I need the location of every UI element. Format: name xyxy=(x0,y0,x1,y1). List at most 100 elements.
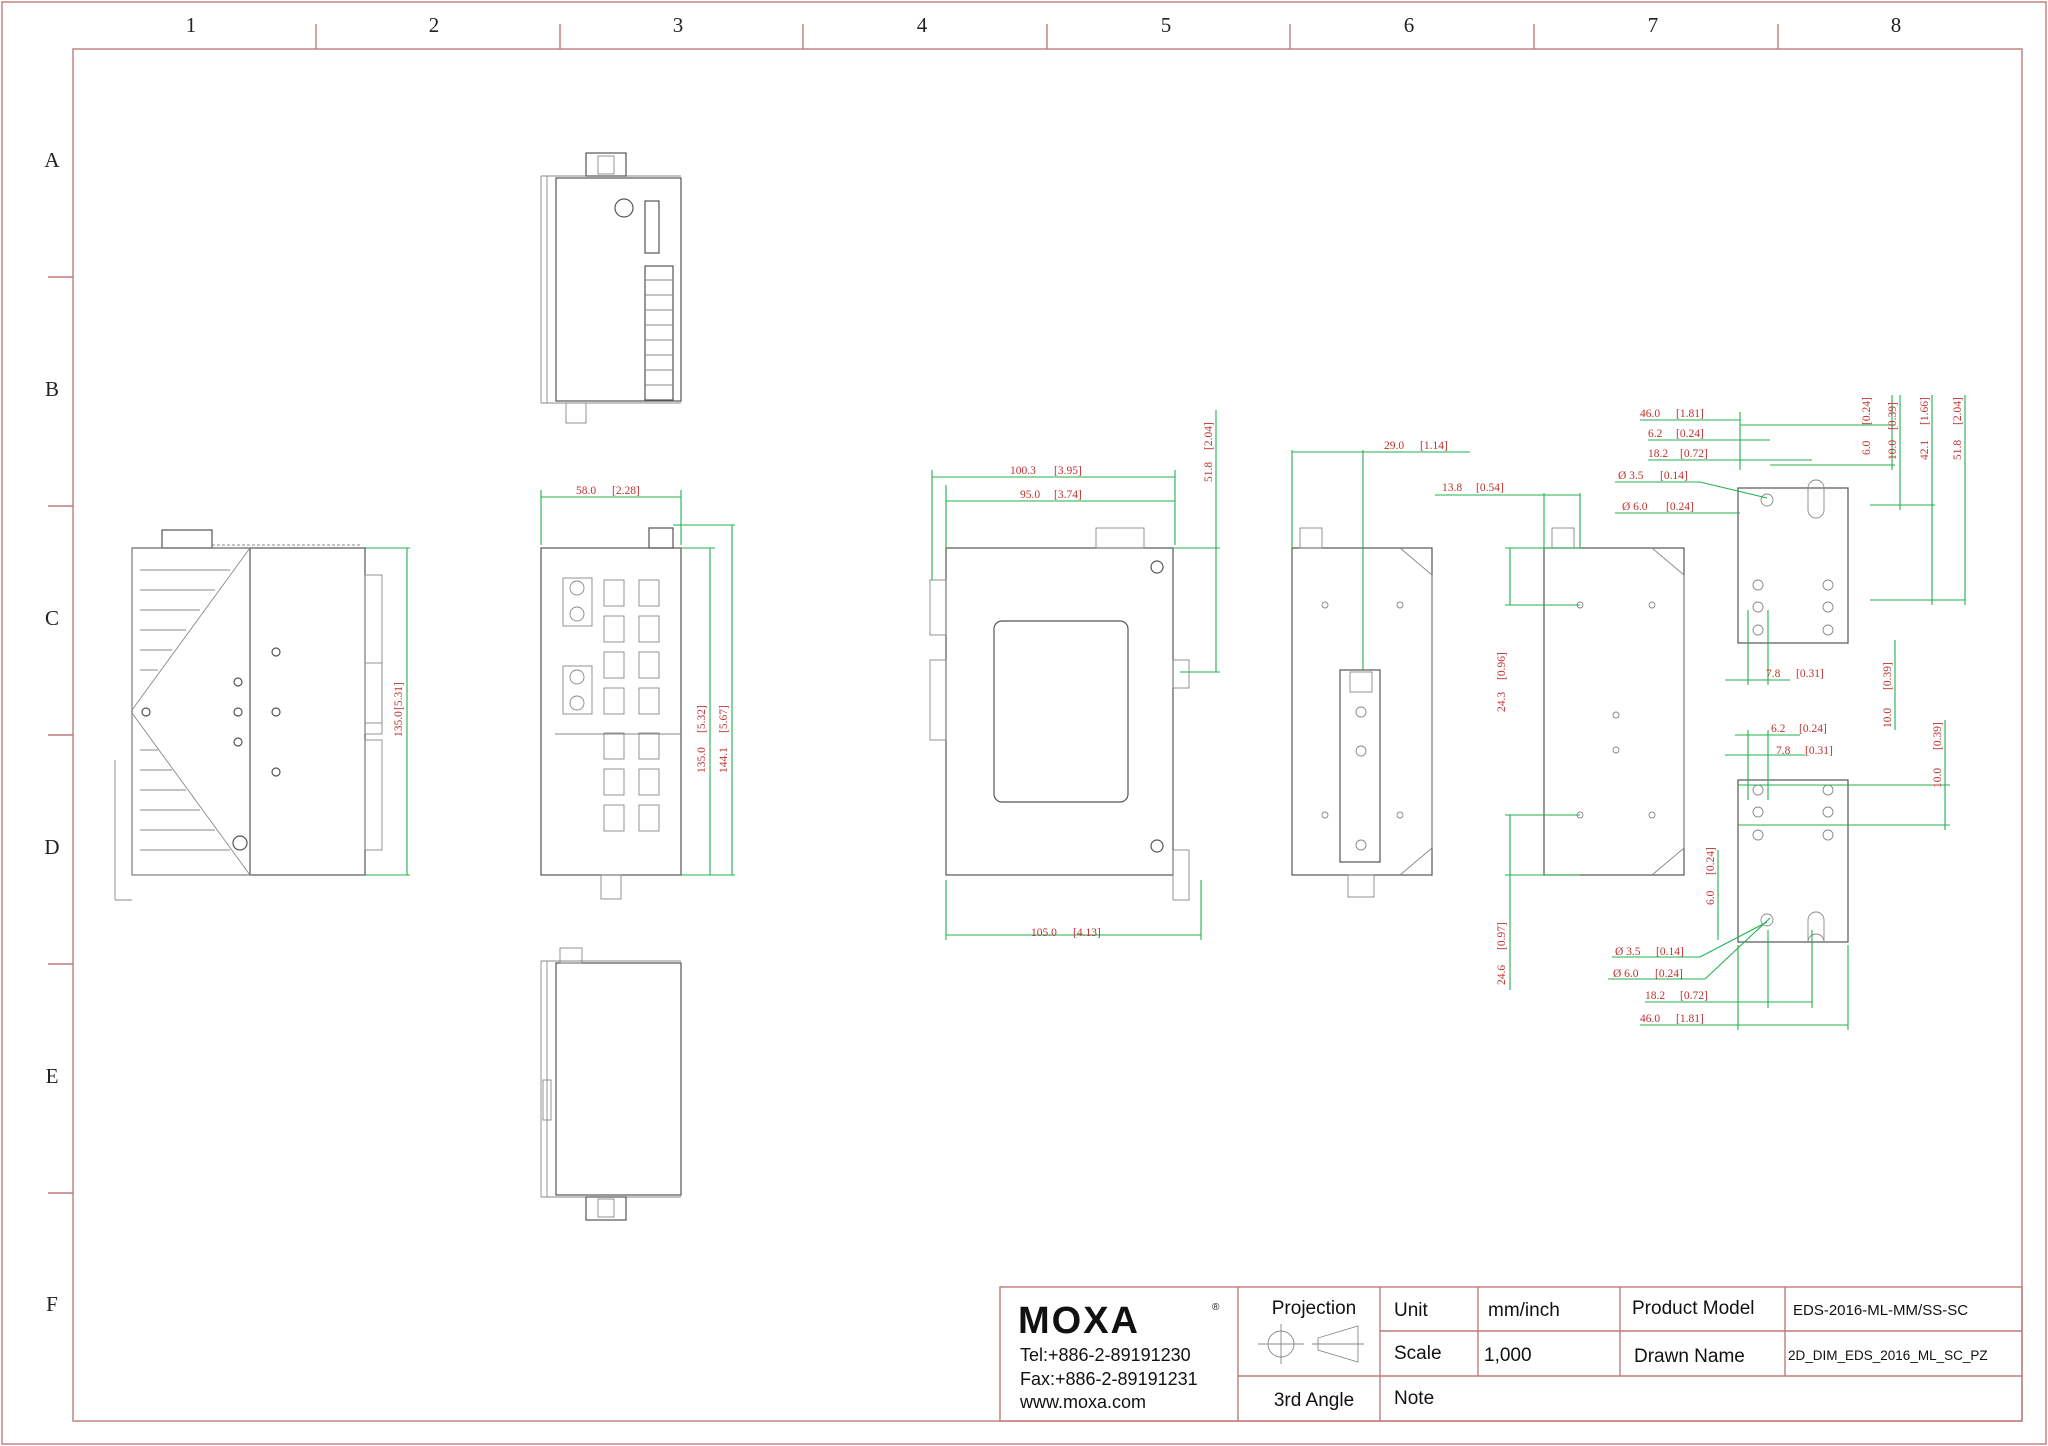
col-label-3: 3 xyxy=(673,13,684,37)
dim-side-h: 51.8 xyxy=(1203,462,1215,482)
dim-phi6-bot-in: [0.24] xyxy=(1655,968,1683,980)
dim-din-top-in: [0.96] xyxy=(1496,652,1508,680)
dim-w-78-top-in: [0.31] xyxy=(1796,668,1824,680)
dim-rear-w: 29.0 xyxy=(1384,440,1404,452)
note-label: Note xyxy=(1394,1388,1434,1409)
dim-phi6-top-in: [0.24] xyxy=(1666,501,1694,513)
row-grid: A B C D E F xyxy=(44,148,73,1316)
projection-label: Projection xyxy=(1272,1298,1357,1319)
col-label-8: 8 xyxy=(1891,13,1902,37)
dim-w-46-bot: 46.0 xyxy=(1640,1013,1660,1025)
dim-v6-bot: 6.0 xyxy=(1705,890,1717,905)
bottom-view xyxy=(540,947,682,1221)
dim-phi35-bot-in: [0.14] xyxy=(1656,946,1684,958)
dim-din-off-in: [0.54] xyxy=(1476,482,1504,494)
front-view: 58.0 [2.28] 135.0 [5.32] 144.1 [5.67] xyxy=(540,485,735,900)
dim-w-46-top: 46.0 xyxy=(1640,408,1660,420)
drawn-label: Drawn Name xyxy=(1634,1346,1745,1367)
col-label-4: 4 xyxy=(917,13,928,37)
dim-side-w1-in: [3.95] xyxy=(1054,465,1082,477)
dim-side-bottom-in: [4.13] xyxy=(1073,927,1101,939)
drawn-value: 2D_DIM_EDS_2016_ML_SC_PZ xyxy=(1788,1348,1988,1363)
dim-side-left-height: 135.0 xyxy=(393,711,405,737)
clip-detail-top: 46.0 [1.81] 6.2 [0.24] 18.2 [0.72] Ø 3.5… xyxy=(1615,395,1966,730)
dim-side-w2: 95.0 xyxy=(1020,489,1040,501)
left-side-view: 135.0 [5.31] xyxy=(114,529,410,901)
dim-side-h-in: [2.04] xyxy=(1203,422,1215,450)
dim-phi35-top: Ø 3.5 xyxy=(1618,470,1644,482)
dim-w-62-bot: 6.2 xyxy=(1771,723,1786,735)
col-label-2: 2 xyxy=(429,13,440,37)
dim-front-h1-in: [5.32] xyxy=(696,705,708,733)
title-block: MOXA ® Tel:+886-2-89191230 Fax:+886-2-89… xyxy=(999,1286,2023,1422)
top-view xyxy=(540,152,682,424)
dim-v6-top: 6.0 xyxy=(1861,440,1873,455)
dim-v10-top-in: [0.39] xyxy=(1887,402,1899,430)
dim-phi35-top-in: [0.14] xyxy=(1660,470,1688,482)
col-label-1: 1 xyxy=(186,13,197,37)
dim-v421-in: [1.66] xyxy=(1919,397,1931,425)
rear-view: 29.0 [1.14] xyxy=(1291,440,1470,898)
dim-v6-top-in: [0.24] xyxy=(1861,397,1873,425)
dim-din-off: 13.8 xyxy=(1442,482,1462,494)
dim-phi6-top: Ø 6.0 xyxy=(1622,501,1648,513)
dim-w-62-bot-in: [0.24] xyxy=(1799,723,1827,735)
dim-rear-w-in: [1.14] xyxy=(1420,440,1448,452)
column-grid: 1 2 3 4 5 6 7 8 xyxy=(186,13,1902,49)
fax-text: Fax:+886-2-89191231 xyxy=(1020,1369,1198,1389)
dim-w-182-top: 18.2 xyxy=(1648,448,1668,460)
dim-w-78-bot: 7.8 xyxy=(1776,745,1791,757)
third-angle-symbol xyxy=(1258,1324,1364,1364)
dim-w-182-bot: 18.2 xyxy=(1645,990,1665,1002)
dim-v10-mid-in: [0.39] xyxy=(1882,662,1894,690)
dim-v10-right: 10.0 xyxy=(1932,768,1944,788)
rj45-ports xyxy=(603,579,660,832)
dim-v6-bot-in: [0.24] xyxy=(1705,847,1717,875)
row-label-f: F xyxy=(46,1292,58,1316)
dim-side-left-height-in: [5.31] xyxy=(393,682,405,710)
row-label-a: A xyxy=(44,148,60,172)
scale-label: Scale xyxy=(1394,1343,1442,1364)
dim-w-78-top: 7.8 xyxy=(1766,668,1781,680)
row-label-d: D xyxy=(44,835,59,859)
col-label-7: 7 xyxy=(1648,13,1659,37)
dim-din-bottom-in: [0.97] xyxy=(1496,922,1508,950)
col-label-5: 5 xyxy=(1161,13,1172,37)
dim-side-bottom: 105.0 xyxy=(1031,927,1057,939)
unit-value: mm/inch xyxy=(1488,1300,1560,1321)
col-label-6: 6 xyxy=(1404,13,1415,37)
web-text: www.moxa.com xyxy=(1019,1392,1146,1412)
dim-w-182-bot-in: [0.72] xyxy=(1680,990,1708,1002)
dim-front-h2: 144.1 xyxy=(718,747,730,773)
dim-v10-top: 10.0 xyxy=(1887,440,1899,460)
model-value: EDS-2016-ML-MM/SS-SC xyxy=(1793,1302,1968,1319)
dim-front-h2-in: [5.67] xyxy=(718,705,730,733)
dim-w-46-bot-in: [1.81] xyxy=(1676,1013,1704,1025)
dim-phi6-bot: Ø 6.0 xyxy=(1613,968,1639,980)
din-rail-view: 13.8 [0.54] 24.3 [0.96] 24.6 [0.97] xyxy=(1435,482,1685,990)
row-label-b: B xyxy=(45,377,59,401)
dim-din-top: 24.3 xyxy=(1496,692,1508,712)
dim-w-182-top-in: [0.72] xyxy=(1680,448,1708,460)
row-label-e: E xyxy=(46,1064,59,1088)
angle-label: 3rd Angle xyxy=(1274,1390,1354,1411)
dim-w-46-top-in: [1.81] xyxy=(1676,408,1704,420)
row-label-c: C xyxy=(45,606,59,630)
dim-w-62-top: 6.2 xyxy=(1648,428,1663,440)
dim-v10-mid: 10.0 xyxy=(1882,708,1894,728)
dim-v518: 51.8 xyxy=(1952,440,1964,460)
right-side-view: 100.3 [3.95] 95.0 [3.74] 51.8 [2.04] 105… xyxy=(929,410,1220,940)
dim-side-w2-in: [3.74] xyxy=(1054,489,1082,501)
dim-v518-in: [2.04] xyxy=(1952,397,1964,425)
model-label: Product Model xyxy=(1632,1298,1755,1319)
dim-v10-right-in: [0.39] xyxy=(1932,722,1944,750)
dim-front-h1: 135.0 xyxy=(696,747,708,773)
unit-label: Unit xyxy=(1394,1300,1429,1321)
dim-front-width-in: [2.28] xyxy=(612,485,640,497)
registered-mark: ® xyxy=(1212,1302,1220,1313)
dim-w-62-top-in: [0.24] xyxy=(1676,428,1704,440)
moxa-logo: MOXA xyxy=(1018,1300,1140,1342)
dim-phi35-bot: Ø 3.5 xyxy=(1615,946,1641,958)
